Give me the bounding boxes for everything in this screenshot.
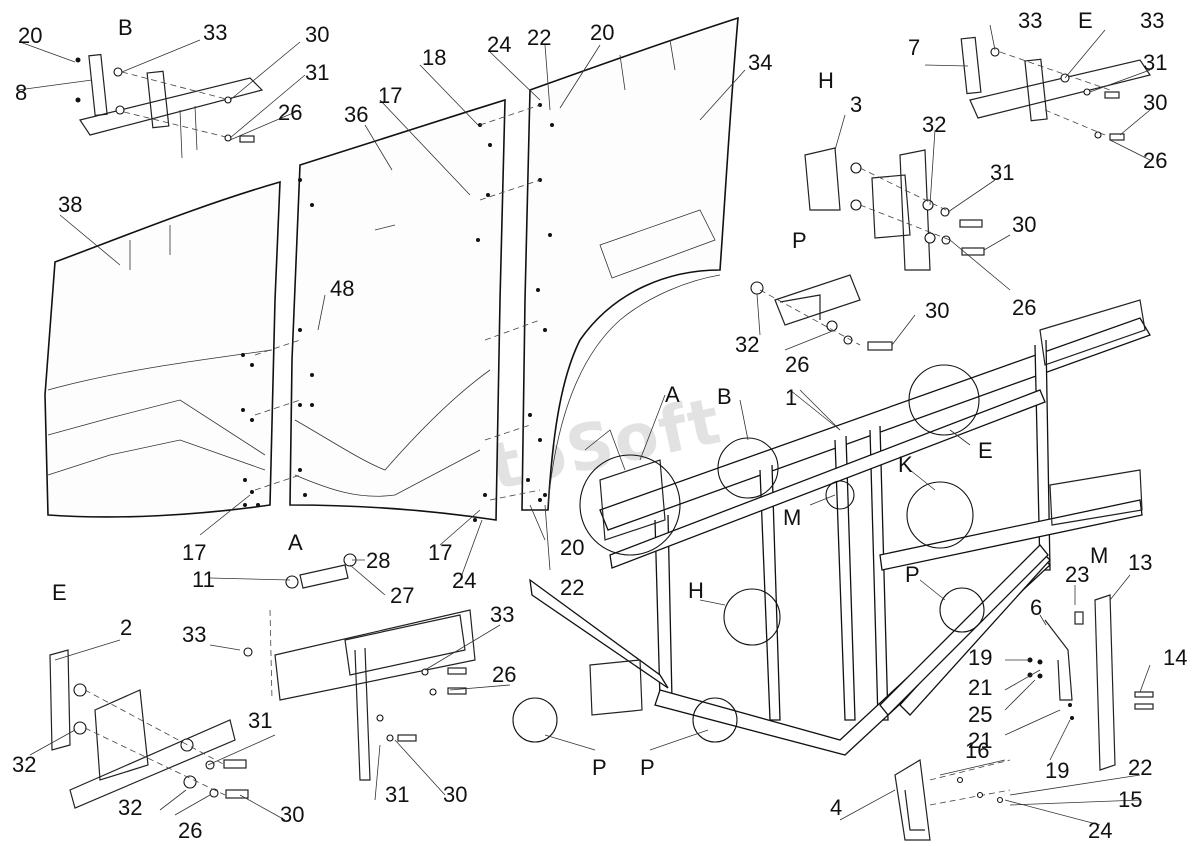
- callout-6: 6: [1030, 595, 1042, 620]
- detail-m-bottom: [894, 594, 1154, 841]
- callout-22-m: 22: [1128, 755, 1152, 780]
- callout-33-a1: 33: [182, 622, 206, 647]
- callout-32-p: 32: [735, 332, 759, 357]
- callout-24: 24: [487, 32, 511, 57]
- callout-33: 33: [203, 20, 227, 45]
- callout-31-eb: 31: [248, 708, 272, 733]
- callout-32-eb2: 32: [118, 795, 142, 820]
- frame-letter-e: E: [978, 438, 993, 463]
- frame-1: [529, 299, 1151, 756]
- callout-36: 36: [344, 102, 368, 127]
- callout-17-b2: 17: [428, 540, 452, 565]
- detail-h-top: [804, 147, 985, 271]
- callout-4: 4: [830, 795, 842, 820]
- frame-detail-circles: [512, 364, 985, 743]
- callout-32-h: 32: [922, 112, 946, 137]
- view-letter-e-bottom: E: [52, 580, 67, 605]
- callout-26-a: 26: [492, 662, 516, 687]
- frame-letter-p-right: P: [905, 562, 920, 587]
- callout-32-eb1: 32: [12, 752, 36, 777]
- detail-b-top: [75, 53, 264, 159]
- callout-30: 30: [305, 22, 329, 47]
- callout-20-b: 20: [560, 535, 584, 560]
- panel-36: [289, 98, 506, 522]
- callout-24-m: 24: [1088, 818, 1112, 843]
- callout-18: 18: [422, 45, 446, 70]
- callout-30-a: 30: [443, 782, 467, 807]
- callout-20: 20: [18, 23, 42, 48]
- callout-26-eb: 26: [178, 818, 202, 843]
- callout-26-e: 26: [1143, 148, 1167, 173]
- callout-labels: B E H P A A B E K M H P P P E M 20 8 33 …: [12, 8, 1187, 843]
- callout-21: 21: [968, 675, 992, 700]
- callout-11: 11: [192, 567, 215, 592]
- frame-letter-p-left2: P: [640, 755, 655, 780]
- callout-34: 34: [748, 50, 772, 75]
- panel-34: [521, 16, 739, 511]
- view-letter-b: B: [118, 15, 133, 40]
- view-letter-m-bottom: M: [1090, 543, 1108, 568]
- leader-lines: [17, 24, 1151, 826]
- callout-38: 38: [58, 192, 82, 217]
- callout-26: 26: [278, 100, 302, 125]
- detail-p-top: [750, 274, 893, 351]
- callout-20-top: 20: [590, 20, 614, 45]
- view-letter-a: A: [288, 530, 303, 555]
- view-letter-p: P: [792, 228, 807, 253]
- detail-e-top: [960, 36, 1151, 141]
- frame-letter-h: H: [688, 578, 704, 603]
- callout-25: 25: [968, 702, 992, 727]
- callout-17-bl: 17: [182, 540, 206, 565]
- callout-15: 15: [1118, 787, 1142, 812]
- callout-48: 48: [330, 276, 354, 301]
- callout-17: 17: [378, 83, 402, 108]
- callout-23: 23: [1065, 562, 1089, 587]
- frame-letter-m: M: [783, 505, 801, 530]
- callout-28: 28: [366, 548, 390, 573]
- callout-33-e1: 33: [1018, 8, 1042, 33]
- view-letter-h: H: [818, 68, 834, 93]
- callout-2: 2: [120, 615, 132, 640]
- callout-16: 16: [965, 738, 989, 763]
- callout-31-e: 31: [1143, 50, 1167, 75]
- callout-26-h: 26: [1012, 295, 1036, 320]
- callout-19-2: 19: [1045, 758, 1069, 783]
- panel-38: [44, 180, 281, 518]
- frame-letter-a: A: [665, 382, 680, 407]
- callout-30-h: 30: [1012, 212, 1036, 237]
- callout-31: 31: [305, 60, 329, 85]
- callout-26-p: 26: [785, 352, 809, 377]
- callout-31-h: 31: [990, 160, 1014, 185]
- frame-letter-p-left1: P: [592, 755, 607, 780]
- detail-a-mid: [243, 553, 476, 781]
- callout-24-b: 24: [452, 568, 476, 593]
- frame-letter-b: B: [717, 384, 732, 409]
- callout-13: 13: [1128, 550, 1152, 575]
- callout-22-b: 22: [560, 575, 584, 600]
- callout-21-2: 21: [968, 728, 992, 753]
- callout-33-a2: 33: [490, 602, 514, 627]
- view-letter-e: E: [1078, 8, 1093, 33]
- callout-31-a: 31: [385, 782, 409, 807]
- detail-e-bottom: [49, 649, 249, 809]
- callout-14: 14: [1163, 645, 1187, 670]
- callout-30-eb: 30: [280, 802, 304, 827]
- callout-7: 7: [908, 35, 920, 60]
- callout-30-p: 30: [925, 298, 949, 323]
- assembly-lines: [254, 104, 541, 501]
- callout-1: 1: [785, 385, 797, 410]
- frame-letter-k: K: [898, 452, 913, 477]
- callout-19: 19: [968, 645, 992, 670]
- callout-27: 27: [390, 583, 414, 608]
- callout-8: 8: [15, 80, 27, 105]
- callout-3: 3: [850, 92, 862, 117]
- callout-33-e2: 33: [1140, 8, 1164, 33]
- callout-22: 22: [527, 25, 551, 50]
- callout-30-e: 30: [1143, 90, 1167, 115]
